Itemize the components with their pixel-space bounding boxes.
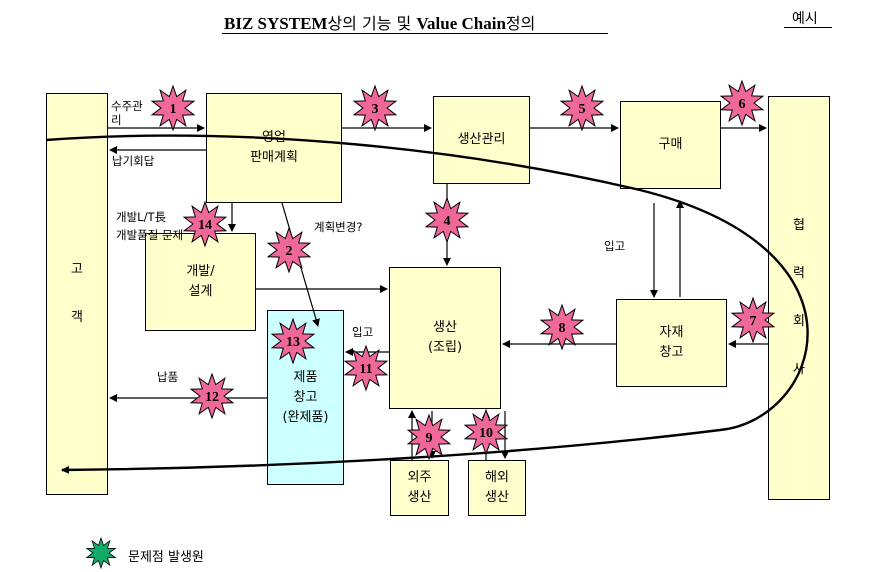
problem-point-1: 1 (150, 84, 196, 132)
order-management-label: 수주관 리 (111, 99, 143, 127)
problem-point-14: 14 (182, 200, 228, 248)
starburst-icon (539, 303, 585, 351)
delivery-label: 납품 (157, 370, 179, 384)
problem-point-11: 11 (343, 344, 389, 392)
starburst-icon (270, 317, 316, 365)
sales-planning-box: 영업 판매계획 (206, 93, 342, 203)
customer-char-1: 고 (71, 262, 83, 277)
purchase-box: 구매 (620, 101, 721, 189)
problem-point-number: 9 (426, 431, 433, 446)
receiving-label-production: 입고 (352, 325, 374, 339)
problem-point-7: 7 (730, 296, 776, 344)
problem-point-8: 8 (539, 303, 585, 351)
starburst-icon (182, 200, 228, 248)
starburst-icon (406, 413, 452, 461)
problem-point-number: 3 (372, 102, 379, 117)
problem-point-number: 6 (739, 97, 746, 112)
problem-point-3: 3 (352, 84, 398, 132)
development-design-box: 개발/ 설계 (145, 233, 256, 331)
problem-point-number: 1 (170, 102, 177, 117)
outsourcing-production-box: 외주 생산 (390, 460, 449, 516)
partner-char-3: 회 (793, 314, 805, 329)
problem-point-number: 7 (750, 314, 757, 329)
problem-point-number: 12 (205, 390, 219, 405)
problem-point-number: 4 (444, 214, 451, 229)
production-assembly-box: 생산 (조립) (389, 267, 501, 409)
overseas-production-box: 해외 생산 (468, 460, 526, 516)
problem-point-5: 5 (559, 84, 605, 132)
starburst-icon (730, 296, 776, 344)
example-label: 예시 (792, 11, 818, 27)
material-warehouse-box: 자재 창고 (616, 299, 727, 387)
starburst-icon (343, 344, 389, 392)
problem-point-number: 5 (579, 102, 586, 117)
plan-change-label: 계획변경? (314, 220, 363, 234)
problem-point-10: 10 (463, 408, 509, 456)
partner-char-1: 협 (793, 218, 805, 233)
page-title: BIZ SYSTEM상의 기능 및 Value Chain정의 (224, 14, 536, 33)
title-underline (222, 33, 608, 34)
delivery-reply-label: 납기회답 (112, 154, 155, 168)
problem-point-number: 8 (559, 321, 566, 336)
starburst-icon (150, 84, 196, 132)
starburst-icon (189, 372, 235, 420)
production-management-box: 생산관리 (433, 96, 530, 184)
partner-char-2: 력 (793, 266, 805, 281)
development-issue-label: 개발L/T長 개발품질 문제 (116, 210, 184, 242)
customer-box: 고 객 (46, 93, 108, 495)
starburst-icon (559, 84, 605, 132)
problem-point-6: 6 (719, 79, 765, 127)
legend-starburst-icon (85, 536, 117, 570)
problem-point-9: 9 (406, 413, 452, 461)
receiving-label-material: 입고 (604, 239, 626, 253)
legend-label: 문제점 발생원 (128, 550, 204, 565)
problem-point-number: 2 (286, 244, 293, 259)
partner-company-box: 협 력 회 사 (768, 96, 830, 500)
example-underline (784, 27, 832, 28)
partner-char-4: 사 (793, 362, 805, 377)
starburst-icon (266, 226, 312, 274)
problem-point-13: 13 (270, 317, 316, 365)
problem-point-number: 13 (286, 335, 300, 350)
problem-point-4: 4 (424, 196, 470, 244)
starburst-icon (352, 84, 398, 132)
starburst-icon (463, 408, 509, 456)
problem-point-number: 11 (359, 362, 372, 377)
problem-point-2: 2 (266, 226, 312, 274)
problem-point-12: 12 (189, 372, 235, 420)
starburst-icon (424, 196, 470, 244)
problem-point-number: 14 (198, 218, 212, 233)
starburst-icon (719, 79, 765, 127)
value-chain-curve (45, 134, 809, 474)
problem-point-number: 10 (479, 426, 493, 441)
customer-char-2: 객 (71, 310, 83, 325)
